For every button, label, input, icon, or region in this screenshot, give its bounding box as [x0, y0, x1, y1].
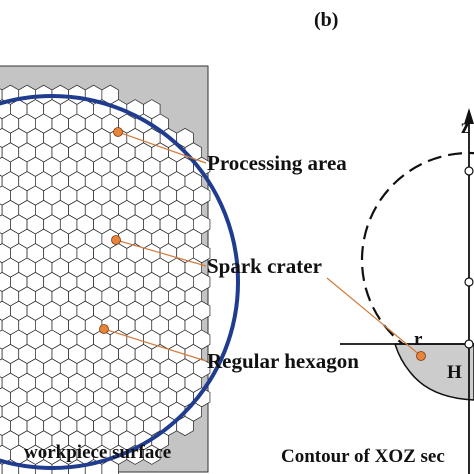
spark-crater-label: Spark crater [207, 254, 322, 278]
hexagon-cell [143, 444, 161, 465]
processing-area-circle [0, 94, 240, 470]
contour-caption: Contour of XOZ sec [281, 446, 445, 467]
crater-section [393, 343, 474, 401]
axis-point-middle [464, 277, 474, 287]
processing-area-marker [113, 127, 123, 137]
height-label: H [447, 362, 462, 383]
cross-section-panel: (b) z r H Contour of XOZ sec [281, 9, 474, 474]
hexagon-cell [118, 430, 136, 451]
workpiece-surface-caption: workpiece surface [24, 442, 171, 463]
crater-section-leader [326, 277, 422, 357]
regular-hexagon-leader [103, 328, 207, 362]
crater-section-marker [416, 351, 426, 361]
spark-crater-leader [115, 239, 207, 267]
z-axis-label: z [461, 116, 470, 138]
spark-crater-marker [111, 235, 121, 245]
z-axis-arrow [464, 108, 474, 124]
hexagon-grid [0, 84, 211, 474]
hexagon-grid-clipped [0, 99, 211, 465]
axis-point-top [464, 166, 474, 176]
hexagon-cell [0, 462, 3, 474]
regular-hexagon-label: Regular hexagon [207, 349, 359, 373]
axis-point-bottom [464, 339, 474, 349]
panel-b-label: (b) [314, 9, 338, 31]
processing-area-leader [117, 131, 207, 164]
regular-hexagon-marker [99, 324, 109, 334]
hexagon-cell [176, 415, 194, 437]
processing-area-label: Processing area [207, 151, 347, 175]
radius-label: r [414, 329, 423, 350]
workpiece-panel: workpiece surface [0, 65, 240, 474]
hexagon-cell [76, 444, 94, 465]
hexagon-cell [143, 415, 161, 437]
